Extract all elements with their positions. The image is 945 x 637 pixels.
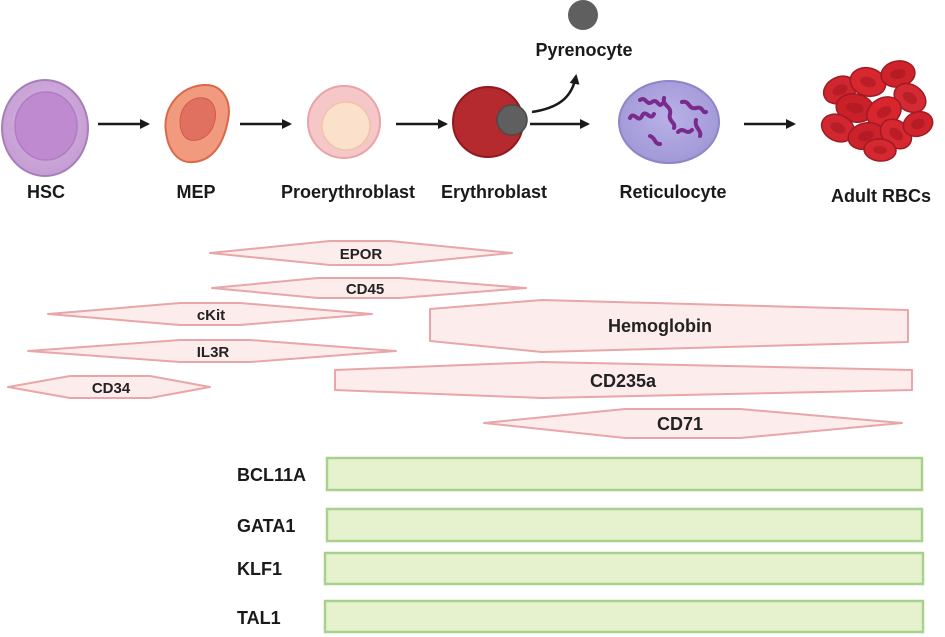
red-blood-cells-icon (820, 60, 934, 162)
pyrenocyte-label: Pyrenocyte (535, 40, 632, 60)
reticulocyte-label: Reticulocyte (619, 182, 726, 202)
hemoglobin-label: Hemoglobin (608, 316, 712, 336)
bcl11a-label: BCL11A (237, 465, 306, 485)
ckit-label: cKit (197, 307, 225, 324)
hemoglobin-expression-shape (429, 299, 909, 353)
gata1-expression-bar (325, 507, 924, 543)
epor-expression-shape (209, 240, 513, 266)
mep-label: MEP (176, 182, 215, 202)
cd235a-label: CD235a (590, 371, 657, 391)
cd45-expression-shape (211, 277, 527, 299)
gata1-label: GATA1 (237, 516, 295, 536)
hsc-label: HSC (27, 182, 65, 202)
cd71-label: CD71 (657, 414, 703, 434)
cd235a-expression-shape (334, 361, 913, 399)
erythroblast-cell-icon (452, 86, 528, 158)
klf1-label: KLF1 (237, 559, 282, 579)
hsc-cell-icon (1, 79, 89, 177)
il3r-expression-shape (27, 339, 397, 363)
arrow-erythroblast-to-pyrenocyte (531, 74, 580, 114)
mep-cell-icon (164, 83, 230, 164)
cd34-label: CD34 (92, 380, 131, 397)
proerythroblast-cell-icon (307, 85, 381, 159)
proerythroblast-label: Proerythroblast (281, 182, 415, 202)
klf1-expression-bar (323, 551, 925, 586)
epor-label: EPOR (340, 246, 383, 263)
tal1-label: TAL1 (237, 608, 281, 628)
cd45-label: CD45 (346, 281, 384, 298)
adult-rbcs-label: Adult RBCs (831, 186, 931, 206)
bcl11a-expression-bar (325, 456, 924, 492)
cd71-expression-shape (483, 408, 903, 439)
ckit-expression-shape (47, 302, 373, 326)
reticulocyte-cell-icon (618, 80, 720, 164)
pyrenocyte-nucleus-icon (568, 0, 598, 30)
cd34-expression-shape (7, 375, 211, 399)
tal1-expression-bar (323, 599, 925, 634)
erythroblast-label: Erythroblast (441, 182, 547, 202)
il3r-label: IL3R (197, 344, 230, 361)
